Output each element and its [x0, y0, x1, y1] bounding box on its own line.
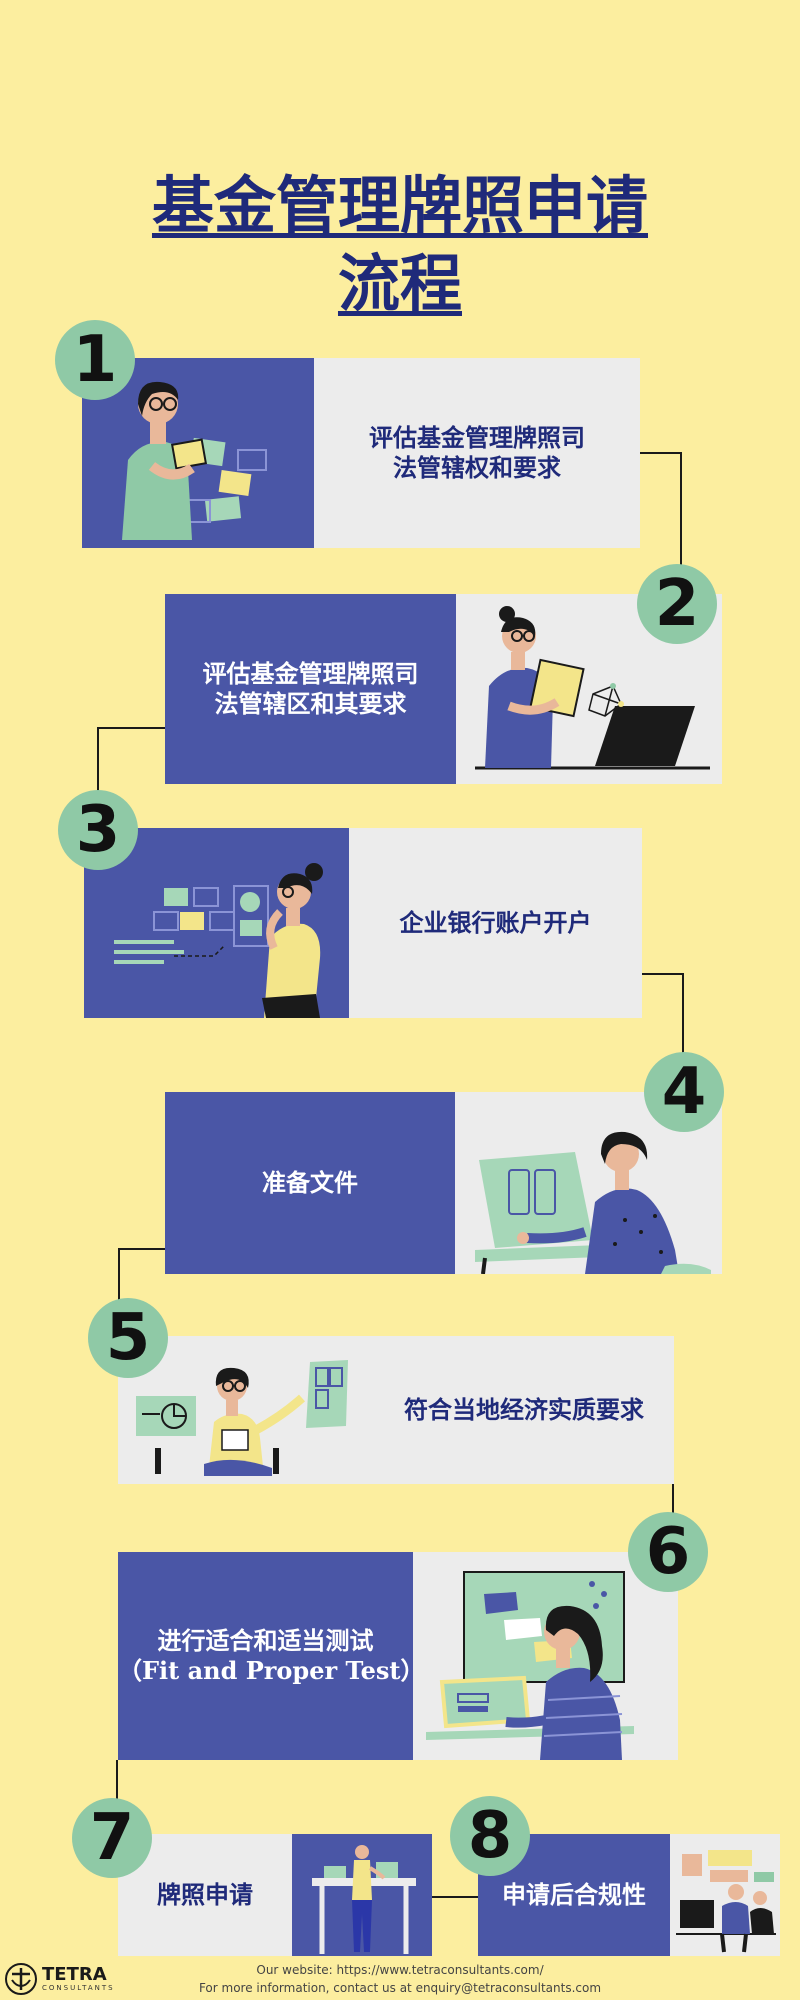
step-3-woman-charts-illustration: [114, 863, 323, 1018]
connector-2-3: [97, 727, 165, 795]
step-6-woman-computer-illustration: [426, 1571, 634, 1760]
step-3-label: 企业银行账户开户: [399, 908, 592, 937]
step-4-woman-devices-illustration: [475, 1131, 711, 1274]
step-3-text-panel: [349, 828, 642, 1018]
connector-1-2: [640, 452, 682, 570]
step-4-card: 准备文件: [165, 1092, 722, 1274]
step-6-label: 进行适合和适当测试 （Fit and Proper Test）: [118, 1626, 425, 1685]
step-1-woman-tablet-illustration: [122, 381, 267, 540]
connector-3-4: [640, 973, 684, 1055]
connector-4-5: [118, 1248, 165, 1304]
logo-subtitle: CONSULTANTS: [42, 1984, 115, 1992]
page-title-line2: 流程: [337, 247, 462, 320]
step-4-text-panel: [165, 1092, 455, 1274]
step-2-card: 评估基金管理牌照司 法管辖区和其要求: [165, 594, 722, 784]
step-1-text-panel: [314, 358, 640, 548]
footer-contact[interactable]: For more information, contact us at enqu…: [198, 1981, 602, 1995]
step-5-label: 符合当地经济实质要求: [404, 1395, 644, 1424]
step-1-label: 评估基金管理牌照司 法管辖权和要求: [369, 423, 585, 482]
step-8-office-workers-illustration: [676, 1850, 776, 1953]
step-7-label: 牌照申请: [157, 1880, 253, 1909]
step-2-text-panel: [165, 594, 456, 784]
step-4-number-badge: 4: [644, 1052, 724, 1132]
step-2-label: 评估基金管理牌照司 法管辖区和其要求: [202, 659, 419, 718]
step-1-card: 评估基金管理牌照司 法管辖权和要求: [82, 358, 640, 548]
step-5-man-presentation-illustration: [136, 1360, 348, 1476]
connector-7-8: [432, 1896, 478, 1898]
connector-5-6: [672, 1484, 674, 1514]
step-2-number-badge: 2: [637, 564, 717, 644]
tetra-logo: TETRA CONSULTANTS: [4, 1962, 122, 1996]
step-3-number-badge: 3: [58, 790, 138, 870]
step-7-card: 牌照申请: [118, 1834, 432, 1956]
step-5-number-badge: 5: [88, 1298, 168, 1378]
page-title: 基金管理牌照申请 流程: [0, 168, 800, 322]
step-3-card: 企业银行账户开户: [84, 828, 642, 1018]
step-6-number-badge: 6: [628, 1512, 708, 1592]
step-8-label: 申请后合规性: [502, 1880, 646, 1909]
step-4-label: 准备文件: [262, 1168, 358, 1197]
footer-website[interactable]: Our website: https://www.tetraconsultant…: [256, 1963, 544, 1977]
step-5-card: 符合当地经济实质要求: [118, 1336, 674, 1484]
step-2-woman-laptop-illustration: [475, 606, 710, 770]
step-6-card: 进行适合和适当测试 （Fit and Proper Test）: [118, 1552, 678, 1760]
step-7-man-desk-illustration: [312, 1845, 416, 1954]
tetra-logo-icon: [5, 1963, 37, 1995]
logo-name: TETRA: [42, 1964, 107, 1985]
step-1-number-badge: 1: [55, 320, 135, 400]
page-title-line1: 基金管理牌照申请: [151, 169, 648, 242]
step-6-text-panel: [118, 1552, 413, 1760]
step-8-number-badge: 8: [450, 1796, 530, 1876]
step-7-number-badge: 7: [72, 1798, 152, 1878]
connector-6-7: [116, 1760, 118, 1802]
